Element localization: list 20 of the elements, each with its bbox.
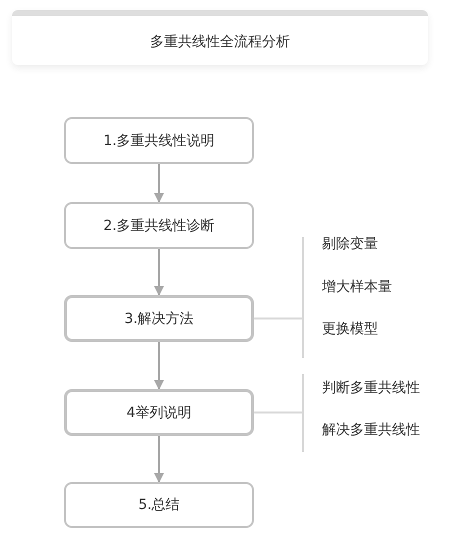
process-box — [64, 482, 254, 528]
sub-item-label: 判断多重共线性 — [322, 379, 420, 397]
sub-item-label: 增大样本量 — [322, 278, 392, 296]
step-label: 5.总结 — [138, 496, 180, 514]
arrow — [154, 249, 164, 296]
sub-item-label: 剔除变量 — [322, 235, 378, 253]
process-box — [64, 202, 254, 249]
arrow — [154, 164, 164, 203]
process-box — [64, 389, 254, 436]
step-label: 4举列说明 — [126, 404, 192, 422]
arrow — [154, 342, 164, 390]
sub-item-label: 解决多重共线性 — [322, 421, 420, 439]
step-label: 2.多重共线性诊断 — [103, 216, 215, 234]
step-label: 1.多重共线性说明 — [103, 132, 215, 150]
arrow — [154, 436, 164, 483]
sub-item-label: 更换模型 — [322, 320, 378, 338]
process-box — [64, 117, 254, 164]
title: 多重共线性全流程分析 — [149, 33, 291, 52]
step-label: 3.解决方法 — [124, 310, 194, 328]
process-box — [64, 295, 254, 342]
